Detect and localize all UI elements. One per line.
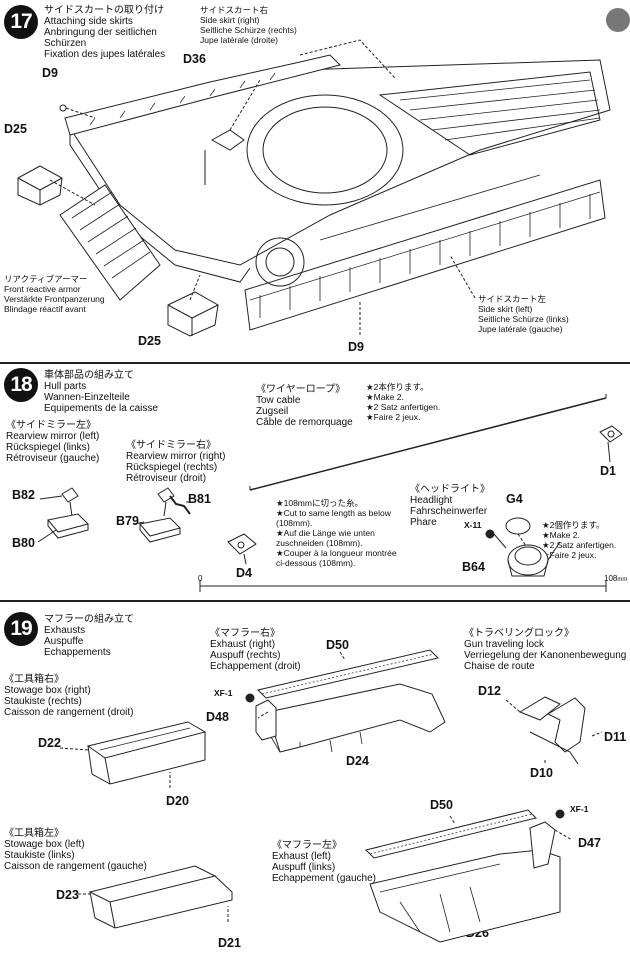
part-b64: B64 xyxy=(462,560,485,574)
part-d12: D12 xyxy=(478,684,501,698)
part-d48: D48 xyxy=(206,710,229,724)
part-d1: D1 xyxy=(600,464,616,478)
exhaust-right-label: 《マフラー右》Exhaust (right) Auspuff (rechts)E… xyxy=(210,628,301,672)
box-left-label: 《工具箱左》Stowage box (left) Staukiste (link… xyxy=(4,828,147,872)
part-xf1-top: XF-1 xyxy=(214,688,233,698)
step-17-badge: 17 xyxy=(4,5,38,39)
mirror-left-label: 《サイドミラー左》Rearview mirror (left) Rückspie… xyxy=(6,420,100,464)
hull-assembly-drawing xyxy=(17,8,630,337)
tow-cable-make2-note: ★2本作ります。★Make 2. ★2 Satz anfertigen.★Fai… xyxy=(366,382,441,422)
step-17-title: サイドスカートの取り付け Attaching side skirts Anbri… xyxy=(44,5,166,60)
part-b82: B82 xyxy=(12,488,35,502)
part-d11: D11 xyxy=(604,730,627,744)
part-xf1-bottom: XF-1 xyxy=(570,804,589,814)
mirror-right-label: 《サイドミラー右》Rearview mirror (right) Rückspi… xyxy=(126,440,226,484)
part-d22: D22 xyxy=(38,736,61,750)
part-d21: D21 xyxy=(218,936,241,950)
travel-lock-label: 《トラベリングロック》Gun traveling lock Verriegelu… xyxy=(464,628,627,672)
exhausts-drawing xyxy=(59,649,603,943)
part-d50-bottom: D50 xyxy=(430,798,453,812)
headlight-make2-note: ★2個作ります。★Make 2. ★2 Satz anfertigen.★Fai… xyxy=(542,520,617,560)
part-d36: D36 xyxy=(183,52,206,66)
step-19-badge: 19 xyxy=(4,612,38,646)
part-d10: D10 xyxy=(530,766,553,780)
box-right-label: 《工具箱右》Stowage box (right) Staukiste (rec… xyxy=(4,674,134,718)
separator-18-19 xyxy=(0,600,630,602)
ruler-start: 0 xyxy=(198,574,203,583)
hull-parts-drawing xyxy=(37,394,623,592)
step-17-section: 17 サイドスカートの取り付け Attaching side skirts An… xyxy=(0,0,630,362)
part-d47: D47 xyxy=(578,836,601,850)
exhaust-left-label: 《マフラー左》Exhaust (left) Auspuff (links)Ech… xyxy=(272,840,376,884)
part-d25-bottom: D25 xyxy=(138,334,161,348)
step-18-badge: 18 xyxy=(4,368,38,402)
part-d24: D24 xyxy=(346,754,369,768)
separator-17-18 xyxy=(0,362,630,364)
part-b79: B79 xyxy=(116,514,139,528)
cable-cut-note: ★108mmに切った糸。★Cut to same length as below… xyxy=(276,498,397,568)
ruler-end: 108mm xyxy=(604,574,628,583)
part-d23: D23 xyxy=(56,888,79,902)
part-g4: G4 xyxy=(506,492,523,506)
part-d25-left: D25 xyxy=(4,122,27,136)
part-b80: B80 xyxy=(12,536,35,550)
part-d4: D4 xyxy=(236,566,252,580)
part-d50-top: D50 xyxy=(326,638,349,652)
part-x11: X-11 xyxy=(464,520,482,530)
part-d9-top: D9 xyxy=(42,66,58,80)
part-d9-bottom: D9 xyxy=(348,340,364,354)
part-d20: D20 xyxy=(166,794,189,808)
